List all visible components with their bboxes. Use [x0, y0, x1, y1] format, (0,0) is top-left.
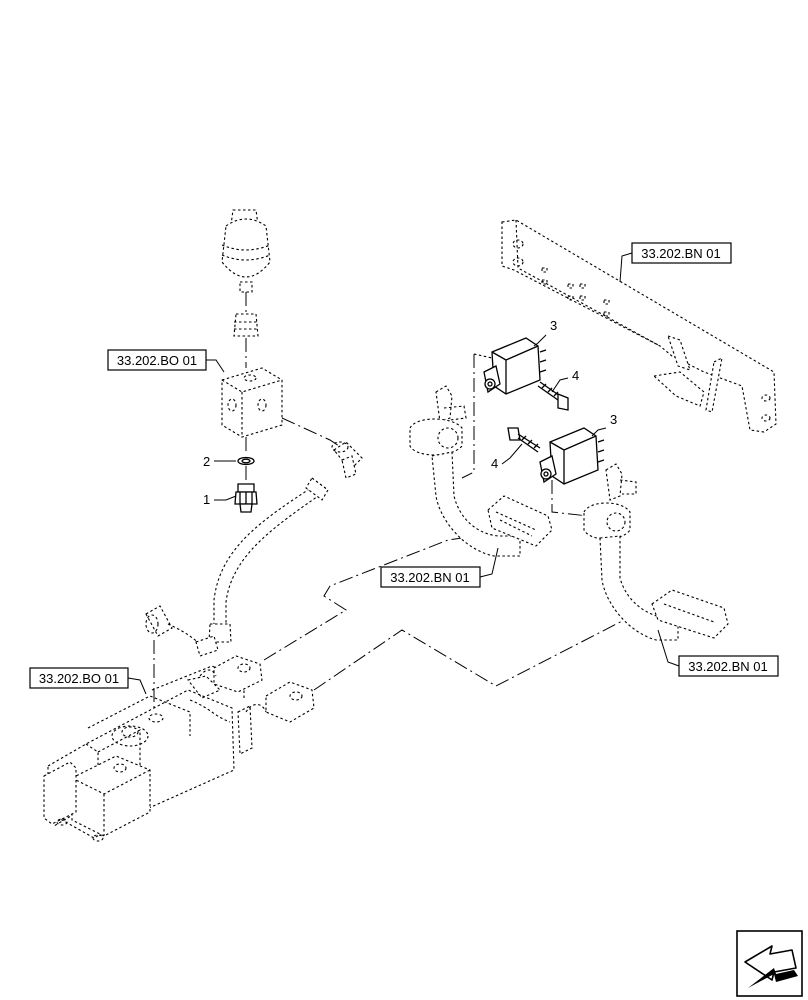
brake-pedal-right	[583, 463, 729, 641]
leader-bo-bottom	[127, 677, 147, 695]
reference-bn-left-pedal-label: 33.202.BN 01	[390, 570, 470, 585]
accumulator	[221, 209, 271, 312]
reference-bn-left-pedal[interactable]: 33.202.BN 01	[380, 566, 481, 588]
switch-mount-centerline-upper	[461, 354, 475, 479]
pressure-switch	[234, 483, 258, 513]
brake-light-switch-lower	[539, 427, 605, 485]
callout-2: 2	[203, 454, 210, 469]
nipple-fitting	[233, 313, 259, 368]
reference-bn-right-pedal-label: 33.202.BN 01	[688, 659, 768, 674]
pedal-support-bracket	[501, 219, 777, 433]
reference-bo-top[interactable]: 33.202.BO 01	[107, 349, 207, 371]
reference-bn-right-pedal[interactable]: 33.202.BN 01	[678, 655, 779, 677]
callout-4-upper: 4	[572, 368, 579, 383]
clevis-upper	[199, 655, 263, 693]
hydraulic-hose	[208, 477, 329, 643]
linkage-centerline-lower	[313, 617, 629, 691]
brake-valve-assembly	[43, 665, 253, 842]
leader-bo-top	[206, 359, 225, 373]
reference-bo-bottom[interactable]: 33.202.BO 01	[29, 667, 129, 689]
next-page-arrow-icon[interactable]	[736, 930, 803, 997]
elbow-fitting	[331, 441, 363, 479]
valve-elbow-fitting	[145, 605, 219, 712]
brake-pedal-left	[409, 385, 553, 557]
mounting-screw-upper	[537, 381, 569, 411]
leader-bn-left-pedal	[479, 547, 499, 578]
mounting-screw-lower	[507, 427, 541, 453]
brake-light-switch-upper	[483, 337, 547, 395]
callout-4-lower: 4	[491, 456, 498, 471]
linkage-centerline-upper	[263, 535, 477, 661]
clevis-lower	[245, 681, 315, 723]
reference-bo-bottom-label: 33.202.BO 01	[39, 671, 119, 686]
callout-3-upper: 3	[550, 318, 557, 333]
reference-bn-bracket-label: 33.202.BN 01	[641, 246, 721, 261]
reference-bo-top-label: 33.202.BO 01	[117, 353, 197, 368]
reference-bn-bracket[interactable]: 33.202.BN 01	[631, 242, 732, 264]
callout-1: 1	[203, 492, 210, 507]
washer	[237, 456, 255, 482]
callout-3-lower: 3	[610, 412, 617, 427]
leader-bn-right-pedal	[657, 629, 680, 667]
leader-bn-bracket	[619, 252, 633, 283]
valve-block	[221, 367, 343, 455]
switch-mount-centerline-lower	[551, 480, 589, 517]
